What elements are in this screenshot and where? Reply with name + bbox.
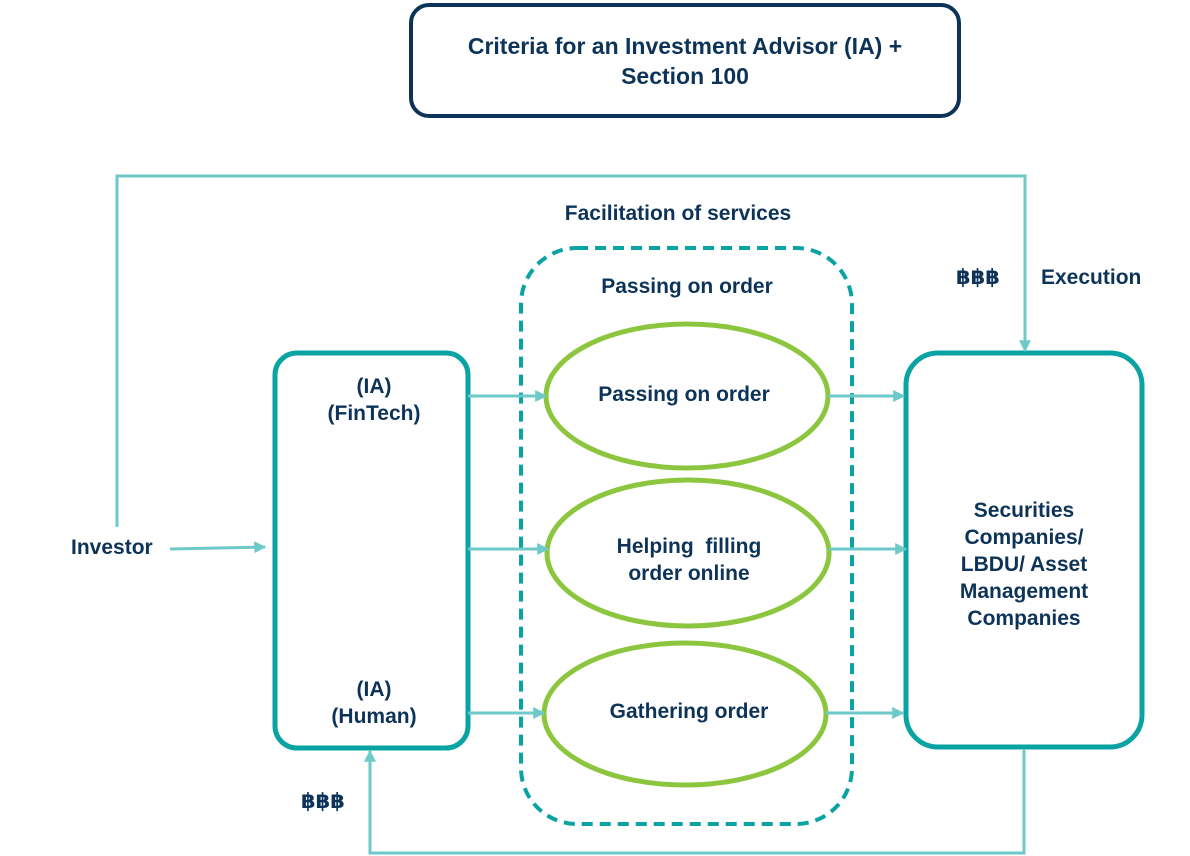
payment-bottom-label: ฿฿฿ xyxy=(301,790,345,813)
securities-line-5: Companies xyxy=(967,607,1081,630)
execution-label: Execution xyxy=(1041,266,1142,289)
service-3-line-1: Gathering order xyxy=(609,700,769,723)
ia-fintech-line-1: (IA) xyxy=(356,375,392,398)
securities-label: Securities Companies/ LBDU/ Asset Manage… xyxy=(960,497,1088,632)
investor-label: Investor xyxy=(71,536,153,559)
securities-line-2: Companies/ xyxy=(964,526,1084,549)
service-label-passing-on-order: Passing on order xyxy=(598,381,770,408)
service-1-line-1: Passing on order xyxy=(598,383,770,406)
title-line-1: Criteria for an Investment Advisor (IA) … xyxy=(467,32,903,59)
securities-line-4: Management xyxy=(959,580,1089,603)
service-2-line-2: order online xyxy=(628,562,750,585)
service-label-gathering-order: Gathering order xyxy=(610,698,769,725)
title-box: Criteria for an Investment Advisor (IA) … xyxy=(409,3,961,118)
facilitation-group-border xyxy=(519,246,854,826)
ia-fintech-line-2: (FinTech) xyxy=(327,402,421,425)
execution-flow-arrow xyxy=(115,174,1031,527)
securities-line-3: LBDU/ Asset xyxy=(960,553,1088,576)
payment-top-label: ฿฿฿ xyxy=(956,266,1000,289)
ia-human-line-1: (IA) xyxy=(356,678,392,701)
group-sublabel: Passing on order xyxy=(601,275,773,298)
service-label-helping-filling: Helping filling order online xyxy=(617,533,762,587)
title-line-2: Section 100 xyxy=(621,62,749,89)
securities-line-1: Securities xyxy=(973,499,1075,522)
facilitation-label: Facilitation of services xyxy=(564,202,792,225)
investor-to-ia-arrow xyxy=(169,541,267,554)
ia-human-line-2: (Human) xyxy=(331,705,417,728)
service-2-line-1: Helping filling xyxy=(616,535,762,558)
ia-human-label: (IA) (Human) xyxy=(331,676,416,730)
payment-return-arrow xyxy=(364,749,1026,855)
ia-fintech-label: (IA) (FinTech) xyxy=(328,373,421,427)
